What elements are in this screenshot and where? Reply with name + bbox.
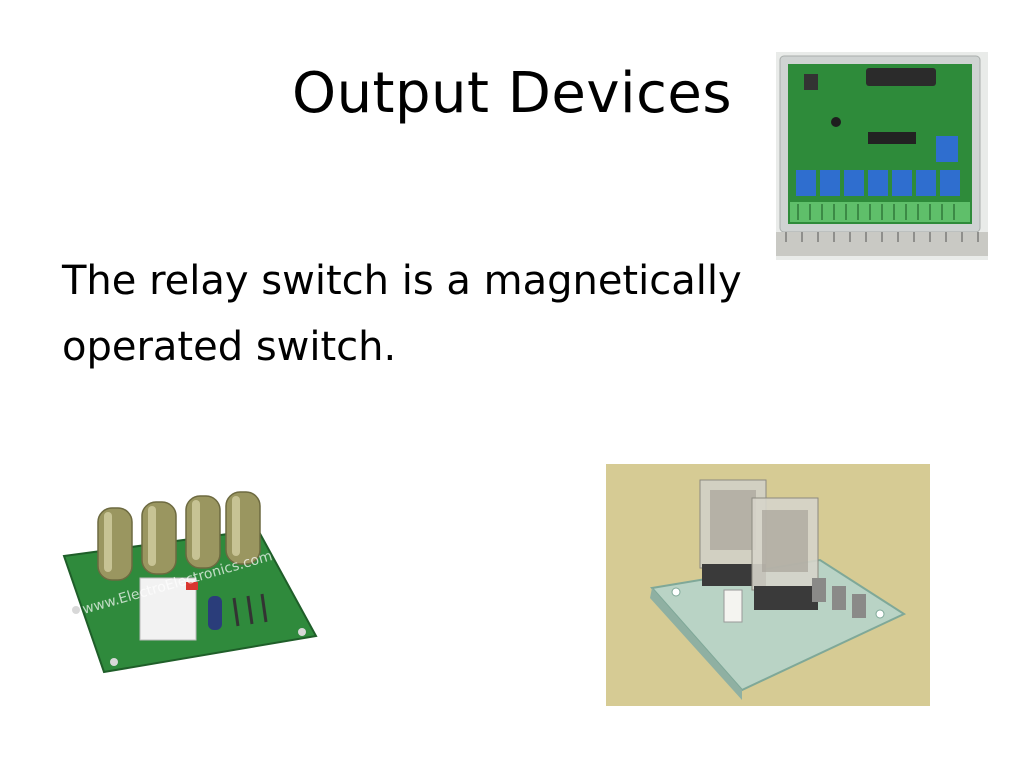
dual-relay-board-photo [606, 464, 930, 706]
body-line: operated switch. [62, 324, 397, 370]
body-line: The relay switch is a magnetically [62, 258, 742, 304]
slide-title: Output Devices [291, 61, 732, 126]
slide-body: The relay switch is a magnetically opera… [62, 248, 782, 380]
relay-output-board-photo [776, 52, 988, 260]
relay-kit-board-photo: www.ElectroElectronics.com [58, 486, 322, 686]
